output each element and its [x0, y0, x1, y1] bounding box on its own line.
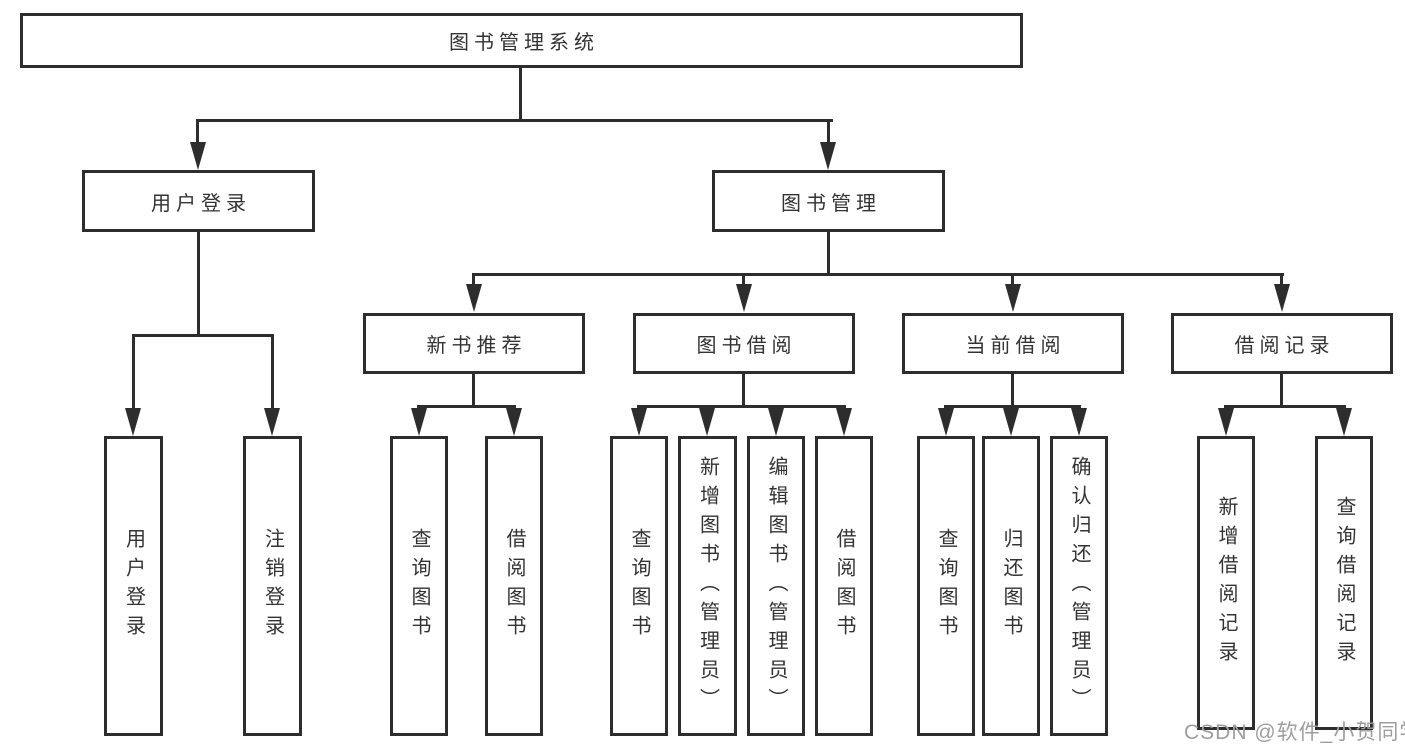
arrow-down-icon	[938, 408, 954, 436]
arrow-down-icon	[264, 408, 280, 436]
connector-stem-book-borrow	[742, 276, 745, 286]
connector-stem-leaf-logout	[271, 334, 274, 408]
connector-root-drop	[519, 68, 522, 122]
connector-new-book-drop	[472, 374, 475, 408]
connector-borrow-records-drop	[1280, 374, 1283, 408]
connector-level3-split	[472, 273, 1284, 276]
arrow-down-icon	[1003, 408, 1019, 436]
arrow-down-icon	[736, 284, 752, 312]
connector-current-borrow-drop	[1011, 374, 1014, 408]
node-leaf-borrow-books-recommend: 借阅图书	[485, 436, 543, 736]
node-leaf-return-books: 归还图书	[982, 436, 1040, 736]
connector-borrow-records-leaf-split	[1224, 405, 1346, 408]
connector-stem-current-borrow	[1011, 276, 1014, 286]
connector-book-borrow-leaf-split	[637, 405, 846, 408]
arrow-down-icon	[836, 408, 852, 436]
arrow-down-icon	[699, 408, 715, 436]
node-leaf-add-books-admin: 新增图书（管理员）	[678, 436, 737, 736]
connector-stem-book-management	[827, 119, 830, 144]
arrow-down-icon	[768, 408, 784, 436]
arrow-down-icon	[411, 408, 427, 436]
connector-level1-split	[196, 119, 833, 122]
node-library-system: 图书管理系统	[20, 13, 1023, 68]
arrow-down-icon	[1005, 284, 1021, 312]
node-leaf-query-books-current: 查询图书	[917, 436, 975, 736]
connector-book-borrow-drop	[742, 374, 745, 408]
connector-stem-user-login	[196, 119, 199, 144]
arrow-down-icon	[820, 142, 836, 170]
connector-stem-new-book	[472, 276, 475, 286]
arrow-down-icon	[1218, 408, 1234, 436]
node-leaf-edit-books-admin: 编辑图书（管理员）	[747, 436, 805, 736]
connector-stem-leaf-login	[132, 334, 135, 408]
node-leaf-confirm-return-admin: 确认归还（管理员）	[1050, 436, 1108, 736]
arrow-down-icon	[1336, 408, 1352, 436]
connector-current-borrow-leaf-split	[944, 405, 1081, 408]
node-leaf-user-login: 用户登录	[104, 436, 163, 736]
arrow-down-icon	[1274, 284, 1290, 312]
connector-stem-borrow-records	[1280, 276, 1283, 286]
arrow-down-icon	[506, 408, 522, 436]
arrow-down-icon	[190, 142, 206, 170]
node-leaf-query-books-borrow: 查询图书	[610, 436, 668, 736]
node-leaf-borrow-books: 借阅图书	[815, 436, 873, 736]
arrow-down-icon	[1071, 408, 1087, 436]
node-borrowing-records: 借阅记录	[1171, 313, 1393, 374]
connector-user-login-drop	[197, 232, 200, 337]
connector-user-login-split	[132, 334, 274, 337]
node-leaf-query-borrow-record: 查询借阅记录	[1315, 436, 1373, 730]
node-new-book-recommendation: 新书推荐	[363, 313, 585, 374]
node-user-login: 用户登录	[82, 170, 315, 232]
arrow-down-icon	[631, 408, 647, 436]
node-book-borrowing: 图书借阅	[633, 313, 855, 374]
arrow-down-icon	[125, 408, 141, 436]
node-book-management: 图书管理	[712, 170, 945, 232]
node-current-borrowing: 当前借阅	[902, 313, 1124, 374]
arrow-down-icon	[466, 284, 482, 312]
csdn-watermark: CSDN @软件_小贺同学	[1184, 721, 1405, 744]
node-leaf-logout: 注销登录	[243, 436, 302, 736]
connector-new-book-leaf-split	[417, 405, 516, 408]
connector-book-management-drop	[827, 232, 830, 276]
node-leaf-query-books-recommend: 查询图书	[390, 436, 448, 736]
node-leaf-add-borrow-record: 新增借阅记录	[1197, 436, 1255, 730]
